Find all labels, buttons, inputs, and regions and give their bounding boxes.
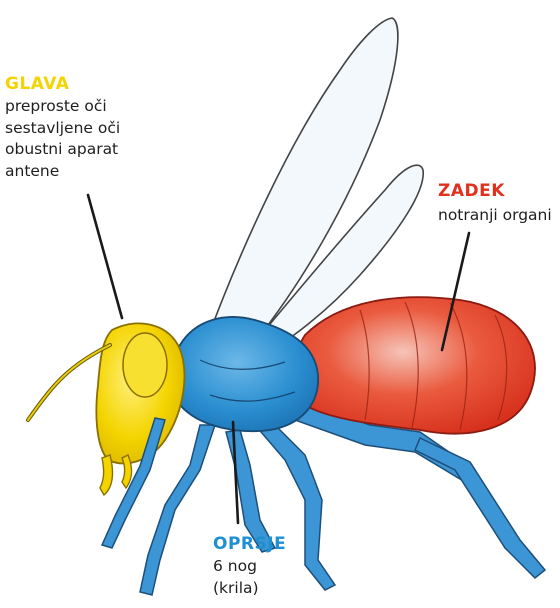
glava-item: obustni aparat: [5, 142, 120, 158]
zadek-title: ZADEK: [438, 181, 505, 201]
glava-item: antene: [5, 164, 120, 180]
oprsje-item: 6 nog: [213, 559, 286, 575]
glava-item: sestavljene oči: [5, 121, 120, 137]
oprsje-item: (krila): [213, 581, 286, 597]
glava-pointer: [88, 195, 122, 318]
oprsje-label-group: OPRSJE 6 nog (krila): [213, 536, 286, 596]
glava-item: preproste oči: [5, 99, 120, 115]
compound-eye: [123, 333, 167, 397]
zadek-item: notranji organi: [438, 208, 552, 224]
oprsje-title: OPRSJE: [213, 534, 286, 554]
zadek-label-group: ZADEK notranji organi: [438, 183, 552, 224]
glava-title: GLAVA: [5, 74, 69, 94]
glava-label-group: GLAVA preproste oči sestavljene oči obus…: [5, 76, 120, 179]
